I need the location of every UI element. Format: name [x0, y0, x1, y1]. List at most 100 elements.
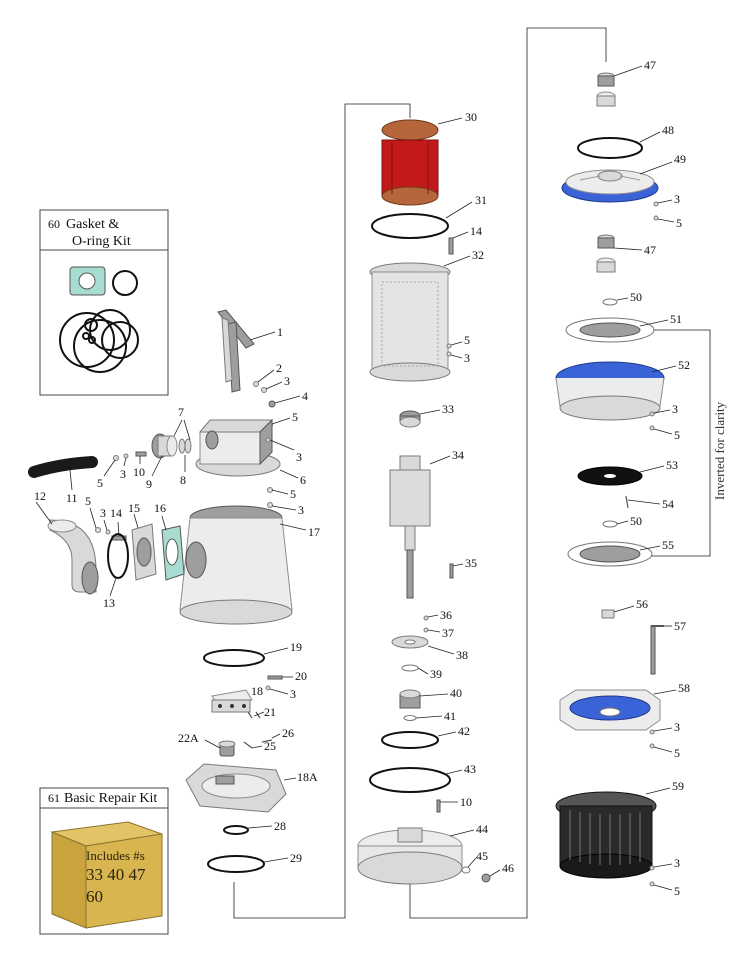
- part-19-oring: [203, 649, 265, 667]
- part-45-ring: [461, 866, 471, 874]
- part-59-strainer: [555, 791, 657, 879]
- callout-54: 54: [662, 497, 674, 511]
- callout-17: 17: [308, 525, 320, 539]
- part-30-stator: [381, 119, 439, 206]
- part-42-oring: [381, 731, 439, 749]
- cardboard-box-side: [85, 833, 163, 929]
- part-56-nut: [601, 609, 615, 619]
- callout-29: 29: [290, 851, 302, 865]
- callout-5f: 5: [676, 216, 682, 230]
- callout-58: 58: [678, 681, 690, 695]
- part-58-suction-plate: [559, 689, 661, 731]
- callout-32: 32: [472, 248, 484, 262]
- callout-14a: 14: [110, 506, 122, 520]
- callout-46: 46: [502, 861, 514, 875]
- column-connector-left: [233, 103, 411, 919]
- part-49-diffuser: [561, 169, 659, 203]
- callout-48: 48: [662, 123, 674, 137]
- part-50-ring-top: [602, 298, 618, 306]
- callout-5b: 5: [97, 476, 103, 490]
- repair-kit-box-line2: 33 40 47: [86, 865, 146, 884]
- callout-38: 38: [456, 648, 468, 662]
- inverted-note: Inverted for clarity: [712, 401, 727, 500]
- part-40-shaft-seal: [399, 689, 421, 709]
- callout-7: 7: [178, 405, 184, 419]
- repair-kit-panel: 61 Basic Repair Kit Includes #s 33 40 47…: [39, 787, 169, 935]
- callout-3j: 3: [674, 720, 680, 734]
- callout-50b: 50: [630, 514, 642, 528]
- callout-16: 16: [154, 501, 166, 515]
- part-33-bearing: [399, 410, 421, 428]
- part-48-oring: [577, 137, 643, 159]
- callout-40: 40: [450, 686, 462, 700]
- callout-5e: 5: [464, 333, 470, 347]
- callout-22A: 22A: [178, 731, 199, 745]
- callout-52: 52: [678, 358, 690, 372]
- part-8-washer: [178, 438, 192, 454]
- callout-14b: 14: [470, 224, 482, 238]
- callout-5i: 5: [674, 884, 680, 898]
- callout-34: 34: [452, 448, 464, 462]
- part-11-power-cord: [28, 456, 98, 478]
- callout-25: 25: [264, 739, 276, 753]
- callout-3i: 3: [672, 402, 678, 416]
- callout-15: 15: [128, 501, 140, 515]
- part-47-seal-top: [596, 72, 616, 107]
- callout-18A: 18A: [297, 770, 318, 784]
- part-34-rotor-shaft: [389, 455, 431, 599]
- callout-6: 6: [300, 473, 306, 487]
- part-47-seal-second: [596, 234, 616, 273]
- gasket-kit-number: 60: [48, 217, 60, 231]
- cardboard-box-front: [51, 831, 87, 929]
- callout-12: 12: [34, 489, 46, 503]
- part-32-motor-housing: [369, 262, 451, 382]
- callout-36: 36: [440, 608, 452, 622]
- callout-19: 19: [290, 640, 302, 654]
- callout-3c: 3: [120, 467, 126, 481]
- part-55-impeller-outline: [567, 541, 653, 567]
- part-16-gasket: [161, 525, 185, 581]
- callout-44: 44: [476, 822, 488, 836]
- repair-kit-box-line1: Includes #s: [86, 848, 145, 863]
- callout-4: 4: [302, 389, 308, 403]
- oring-image-small: [112, 270, 138, 296]
- callout-3g: 3: [464, 351, 470, 365]
- callout-59: 59: [672, 779, 684, 793]
- callout-45: 45: [476, 849, 488, 863]
- callout-42: 42: [458, 724, 470, 738]
- part-28-oring: [223, 825, 249, 835]
- callout-13: 13: [103, 596, 115, 610]
- callout-1: 1: [277, 325, 283, 339]
- callout-5h: 5: [674, 746, 680, 760]
- callout-9: 9: [146, 477, 152, 491]
- repair-kit-title: Basic Repair Kit: [64, 791, 157, 806]
- callout-5d: 5: [85, 494, 91, 508]
- part-38-seal-plate: [391, 635, 429, 649]
- callout-3a: 3: [284, 374, 290, 388]
- gasket-kit-title-line1: Gasket &: [66, 217, 119, 232]
- callout-10b: 10: [460, 795, 472, 809]
- part-29-oring: [207, 855, 265, 873]
- part-31-oring: [371, 213, 449, 239]
- column-connector-right: [409, 27, 607, 919]
- callout-2: 2: [276, 361, 282, 375]
- callout-39: 39: [430, 667, 442, 681]
- callout-5a: 5: [292, 410, 298, 424]
- callout-5c: 5: [290, 487, 296, 501]
- part-1-handle: [217, 309, 255, 393]
- callout-3e: 3: [100, 506, 106, 520]
- callout-37: 37: [442, 626, 454, 640]
- callout-3b: 3: [296, 450, 302, 464]
- part-12-discharge-elbow: [47, 519, 99, 595]
- part-41-ring: [403, 715, 417, 721]
- part-17-pump-housing: [179, 505, 293, 625]
- part-9-float-switch: [151, 433, 178, 459]
- callout-53: 53: [666, 458, 678, 472]
- part-57-rod: [650, 625, 664, 675]
- repair-kit-box-line3: 60: [86, 887, 103, 906]
- callout-31: 31: [475, 193, 487, 207]
- callout-8: 8: [180, 473, 186, 487]
- part-13-oring: [107, 533, 129, 579]
- part-43-oring: [369, 767, 451, 793]
- callout-47a: 47: [644, 58, 656, 72]
